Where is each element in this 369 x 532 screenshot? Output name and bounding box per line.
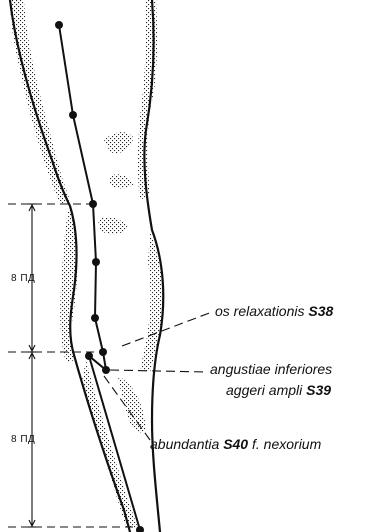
label-s40-suffix: f. nexorium	[252, 436, 321, 452]
meridian-point	[55, 21, 63, 29]
label-s38-name: os relaxationis	[215, 303, 305, 319]
label-s39-line2: aggeri ampli S39	[226, 382, 331, 398]
leader-s38	[122, 312, 212, 346]
knee-cap-shading-a	[104, 132, 134, 153]
label-s39-code: S39	[306, 382, 331, 398]
knee-cap-shading-b	[98, 217, 128, 234]
point-s38	[99, 348, 107, 356]
label-s40-code: S40	[223, 436, 248, 452]
measurement-label-lower: 8 ПД	[11, 434, 35, 446]
meridian-point	[69, 111, 77, 119]
label-s39-line1: angustiae inferiores	[210, 361, 332, 377]
measurement-label-upper: 8 ПД	[11, 273, 35, 285]
label-s38-code: S38	[308, 303, 333, 319]
leader-s39	[110, 370, 206, 372]
knee-cap-shading-c	[110, 174, 134, 188]
label-s40-name: abundantia	[150, 436, 219, 452]
point-s40	[85, 352, 93, 360]
left-upper-shading	[10, 0, 70, 204]
meridian-point	[91, 314, 99, 322]
label-s40: abundantia S40 f. nexorium	[150, 436, 321, 452]
meridian-point	[92, 258, 100, 266]
label-s38: os relaxationis S38	[215, 303, 333, 319]
leg-shading	[10, 0, 163, 528]
label-s39-name: aggeri ampli	[226, 382, 302, 398]
calf-shading	[118, 376, 146, 432]
point-s39	[102, 366, 110, 374]
